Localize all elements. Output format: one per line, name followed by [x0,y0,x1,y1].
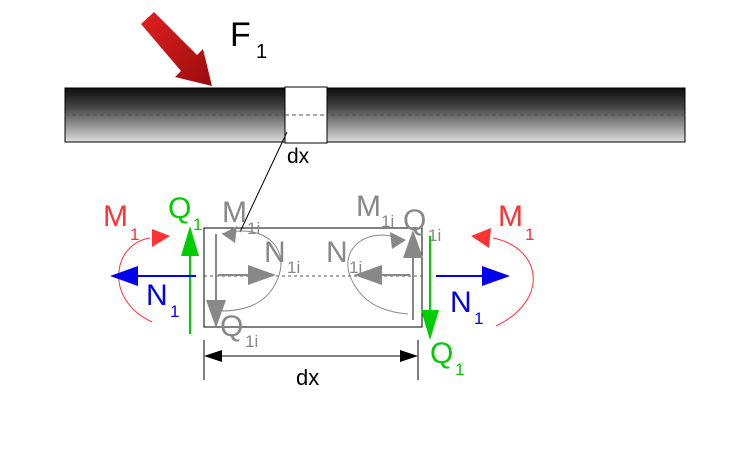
left-shear-label: Q [168,192,191,225]
inner-normal-sub-left: 1i [287,258,300,277]
force-subscript: 1 [256,41,267,63]
inner-normal-arrow-left-icon [248,265,276,285]
inner-shear-arrow-right-icon [403,230,423,258]
inner-normal-sub-right: 1i [349,258,362,277]
beam: dx [64,86,686,233]
left-normal-label: N [146,279,168,312]
right-moment-sub: 1 [525,225,534,244]
beam-element-label: dx [287,145,310,168]
right-normal-sub: 1 [474,309,483,328]
inner-moment-sub-right: 1i [381,212,394,231]
inner-moment-sub-left: 1i [247,219,260,238]
force-label: F [230,16,251,54]
inner-moment-label-right: M [356,190,381,223]
left-forces: M 1 Q 1 N 1 [103,192,202,334]
right-forces: M 1 Q 1 N 1 [421,200,534,379]
leader-line [239,131,288,233]
inner-moment-arrow-right-icon [390,232,406,249]
right-moment-arrow-icon [471,228,491,248]
dimension-label: dx [296,365,319,390]
right-moment-arc [492,237,534,327]
force-f1: F 1 [141,12,267,86]
dimension-arrow-right-icon [400,350,418,362]
right-moment-label: M [498,200,523,233]
inner-shear-label-right: Q [403,204,426,237]
inner-normal-label-right: N [326,236,348,269]
inner-moment-label-left: M [222,196,247,229]
dimension-dx: dx [203,340,419,390]
inner-moment-arc-left [214,230,282,312]
right-shear-sub: 1 [455,360,464,379]
right-normal-arrow-icon [482,266,510,286]
left-shear-arrow-icon [181,226,199,256]
inner-shear-arrow-left-icon [206,300,226,328]
right-normal-label: N [450,286,472,319]
force-arrow-icon [141,12,212,86]
dimension-arrow-left-icon [204,350,222,362]
inner-normal-label-left: N [264,236,286,269]
inner-moment-arrow-left-icon [222,226,237,243]
left-moment-label: M [103,200,128,233]
inner-forces: M 1i N 1i Q 1i M 1i N 1i Q 1i [206,190,441,351]
element-box [203,227,423,328]
inner-shear-sub-left: 1i [245,332,258,351]
inner-moment-arc-right [347,234,409,315]
right-shear-label: Q [430,337,453,370]
left-shear-sub: 1 [193,215,202,234]
right-shear-arrow-icon [421,310,439,340]
left-normal-sub: 1 [170,302,179,321]
inner-normal-arrow-right-icon [354,265,382,285]
left-moment-sub: 1 [130,225,139,244]
left-normal-arrow-icon [110,266,138,286]
left-moment-arrow-icon [152,229,170,247]
inner-shear-sub-right: 1i [428,226,441,245]
inner-shear-label-left: Q [220,310,243,343]
